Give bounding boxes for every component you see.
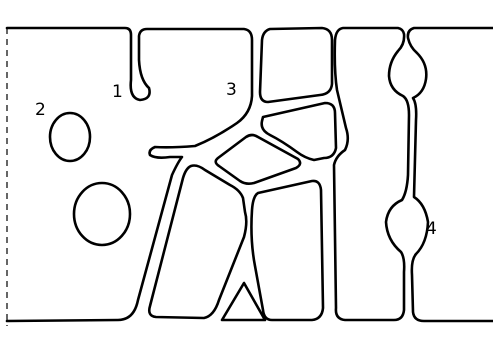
cell-central-column (251, 181, 323, 320)
cell-middle-quad (262, 103, 336, 160)
left-block-with-notch (7, 28, 252, 321)
cell-right-center (334, 28, 409, 320)
cell-lower-left-slant (149, 166, 246, 319)
cell-top-center (260, 28, 332, 102)
cell-diamond (216, 135, 300, 184)
label-1: 1 (112, 82, 123, 102)
circle-lower-left (74, 183, 130, 245)
label-3: 3 (226, 80, 237, 100)
label-4: 4 (426, 219, 437, 239)
cell-right-edge (408, 28, 493, 321)
circle-upper-left (50, 113, 90, 161)
label-2: 2 (35, 100, 46, 120)
